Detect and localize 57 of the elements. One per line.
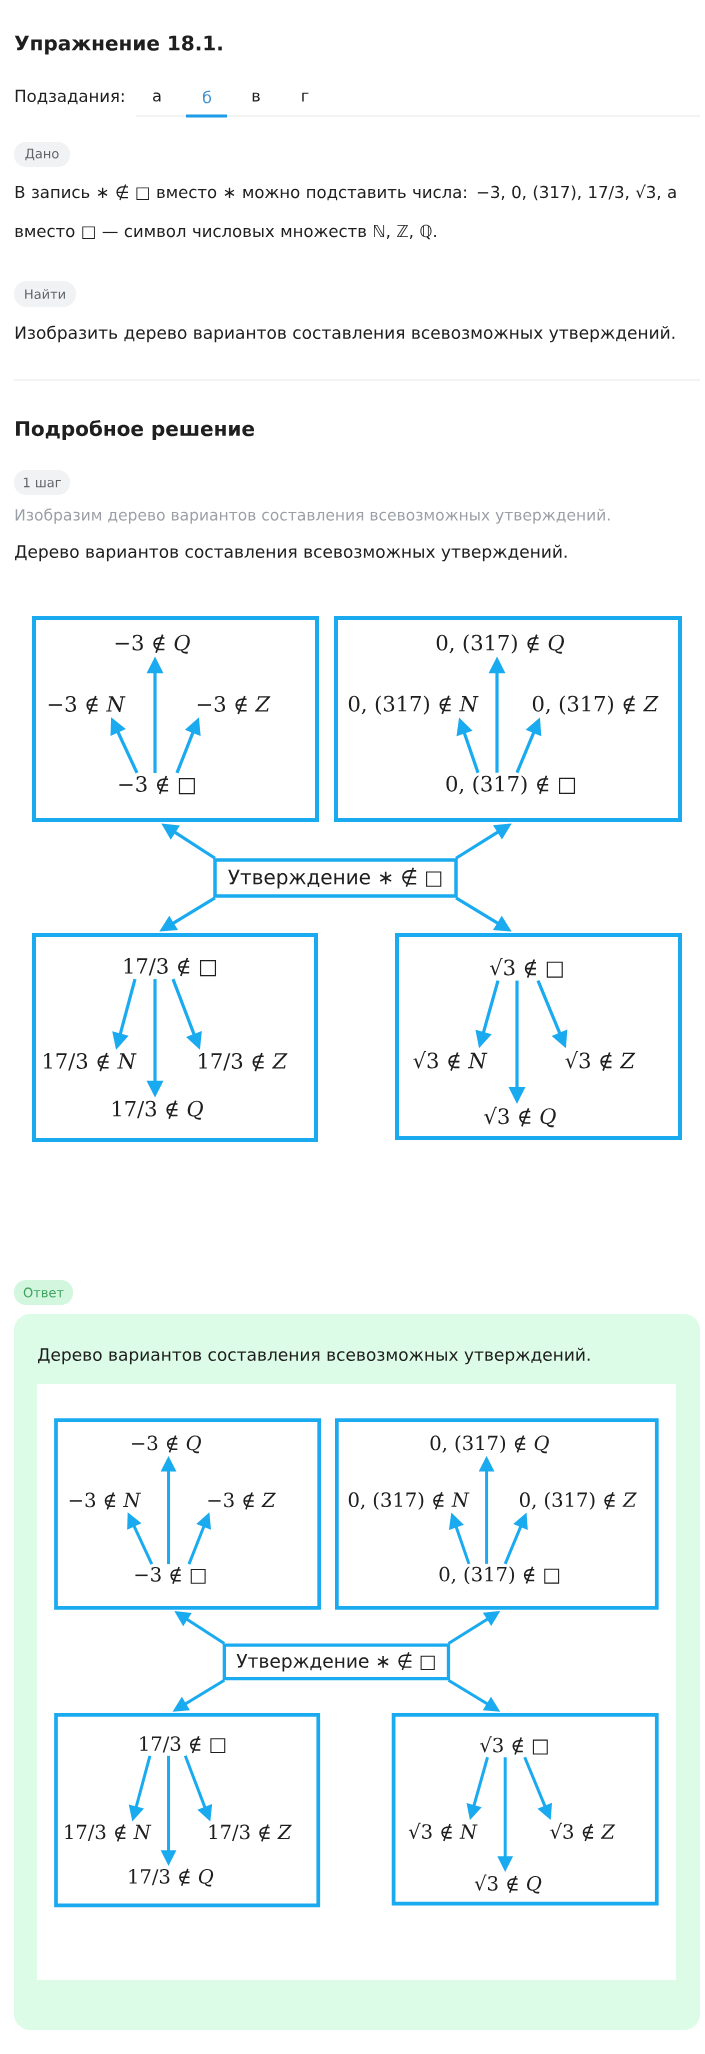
branch-frame <box>395 933 682 1140</box>
formula: √3 ∉ Z <box>550 1822 616 1842</box>
formula: −3 ∉ □ <box>135 1566 206 1585</box>
branch-frame <box>32 933 318 1142</box>
branch-frame <box>335 1418 659 1610</box>
formula: 0, (317) ∉ N <box>348 1492 470 1510</box>
formula: 0, (317) ∉ □ <box>439 1566 560 1585</box>
branch-frame <box>391 1712 659 1906</box>
solution-text: Дерево вариантов составления всевозможных утверждений. <box>15 544 567 562</box>
formula: √3 ∉ □ <box>489 958 563 978</box>
tab-label: г <box>302 92 309 102</box>
formula: −3 ∉ N <box>69 1492 141 1510</box>
formula: −3 ∉ □ <box>119 775 195 795</box>
tab-label: в <box>252 92 260 102</box>
section-badge: Найти <box>14 281 76 307</box>
formula: 17/3 ∉ □ <box>140 1735 226 1754</box>
section-badge: 1 шаг <box>14 470 70 495</box>
formula: 0, (317) ∉ Q <box>430 1435 549 1454</box>
formula: √3 ∉ Q <box>484 1106 556 1128</box>
formula: −3 ∉ Z <box>208 1492 276 1510</box>
branch-frame <box>32 616 319 822</box>
section-heading: Подробное решение <box>16 420 255 440</box>
formula: 17/3 ∉ Z <box>199 1052 288 1072</box>
step-hint: Изобразим дерево вариантов составления всевозможных утверждений. <box>15 508 610 524</box>
branch-frame <box>334 616 682 822</box>
formula: √3 ∉ Q <box>474 1874 542 1894</box>
formula: 0, (317) ∉ □ <box>446 775 575 795</box>
task-text: Изобразить дерево вариантов составления всевозможных утверждений. <box>15 325 675 343</box>
formula: −3 ∉ Q <box>115 634 190 654</box>
formula: 17/3 ∉ N <box>44 1052 137 1072</box>
formula: 17/3 ∉ N <box>65 1824 152 1842</box>
formula: 17/3 ∉ Z <box>209 1824 292 1842</box>
task-text: В запись ∗ ∉ □ вместо ∗ можно подставить числа: −3, 0, (317), 17/3, √3, а вместо □ — символ числовых множеств ℕ, ℤ, ℚ. <box>15 184 676 240</box>
branch-frame <box>54 1712 321 1908</box>
formula: √3 ∉ Z <box>565 1051 636 1071</box>
statement-box: Утверждение ∗ ∉ □ <box>213 858 458 898</box>
formula: 17/3 ∉ Q <box>129 1868 214 1887</box>
active-tab: б <box>186 90 227 118</box>
formula: 0, (317) ∉ N <box>348 695 479 715</box>
formula: −3 ∉ Q <box>131 1435 201 1454</box>
formula: 0, (317) ∉ Q <box>436 634 564 654</box>
tab-label: а <box>153 92 161 102</box>
formula: 17/3 ∉ Q <box>112 1100 203 1120</box>
statement-box: Утверждение ∗ ∉ □ <box>222 1643 451 1681</box>
formula: √3 ∉ □ <box>480 1736 548 1755</box>
formula: √3 ∉ N <box>413 1051 488 1071</box>
formula: 17/3 ∉ □ <box>124 957 216 977</box>
formula: 0, (317) ∉ Z <box>532 695 659 715</box>
formula: −3 ∉ Z <box>197 695 271 715</box>
branch-frame <box>54 1418 322 1610</box>
page-title: Упражнение 18.1. <box>14 35 222 55</box>
subtasks-caption: Подзадания: <box>15 89 124 105</box>
formula: −3 ∉ N <box>48 695 126 715</box>
section-badge: Дано <box>14 142 70 167</box>
formula: 0, (317) ∉ Z <box>520 1492 637 1510</box>
formula: √3 ∉ N <box>408 1822 478 1842</box>
section-badge: Ответ <box>14 1280 73 1305</box>
